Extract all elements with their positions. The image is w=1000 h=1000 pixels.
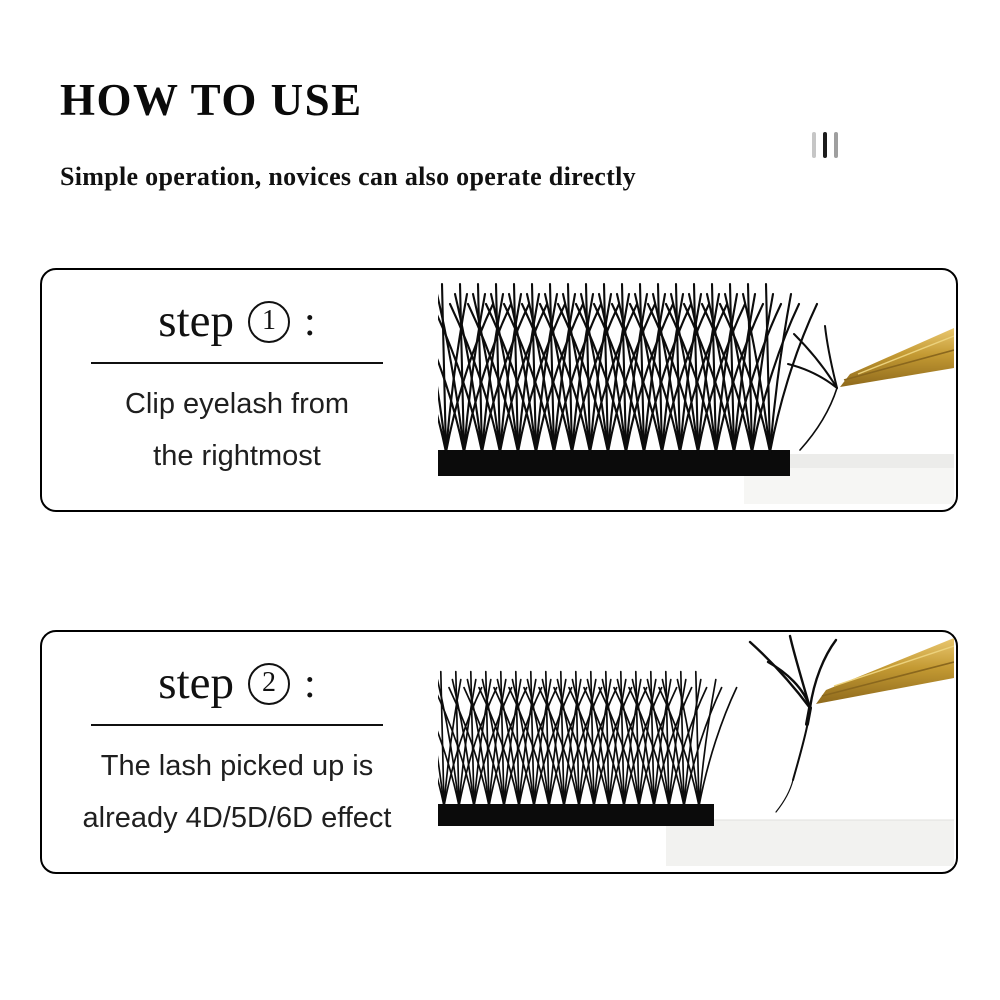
- lash-strip-base: [438, 450, 790, 476]
- description-line: already 4D/5D/6D effect: [82, 801, 392, 834]
- step-colon: :: [304, 298, 316, 345]
- lash-row: [438, 670, 738, 807]
- lash-row: [438, 282, 819, 454]
- step-2-underline: [91, 723, 383, 726]
- description-line: The lash picked up is: [100, 749, 374, 782]
- step-1-number-circle: 1: [248, 300, 291, 343]
- bar-icon: [812, 132, 816, 158]
- step-1-label: step 1 :: [158, 295, 316, 348]
- step-2-panel: step 2 : The lash picked up is already 4…: [40, 630, 958, 874]
- page-subtitle: Simple operation, novices can also opera…: [60, 162, 636, 191]
- step-1-underline: [91, 361, 383, 364]
- step-number: 2: [262, 667, 277, 699]
- step-word: step: [158, 657, 235, 709]
- tray-edge: [774, 454, 954, 468]
- description-line: Clip eyelash from: [124, 387, 350, 420]
- step-1-description: Clip eyelash from the rightmost: [125, 378, 349, 482]
- page-title: HOW TO USE: [60, 75, 363, 125]
- picked-lash: [787, 325, 838, 451]
- tweezers-icon: [816, 638, 954, 704]
- step-1-photo-eyelash-tray: [438, 282, 954, 504]
- step-2-description: The lash picked up is already 4D/5D/6D e…: [83, 740, 392, 844]
- step-2-number-circle: 2: [248, 662, 291, 705]
- step-2-label: step 2 :: [158, 657, 316, 710]
- bar-icon: [823, 132, 827, 158]
- step-1-panel: step 1 : Clip eyelash from the rightmost: [40, 268, 958, 512]
- step-number: 1: [262, 305, 277, 337]
- step-1-copy: step 1 : Clip eyelash from the rightmost: [42, 270, 432, 510]
- tray-surface: [666, 820, 954, 866]
- tweezers-icon: [840, 328, 954, 387]
- picked-fan-lash: [748, 634, 838, 813]
- step-colon: :: [304, 660, 316, 707]
- step-word: step: [158, 295, 235, 347]
- lash-strip-base: [438, 804, 714, 826]
- description-line: the rightmost: [153, 439, 321, 472]
- bar-icon: [834, 132, 838, 158]
- decoration-marks-icon: [812, 132, 838, 158]
- step-2-photo-lash-fan: [438, 634, 954, 866]
- step-2-copy: step 2 : The lash picked up is already 4…: [42, 632, 432, 872]
